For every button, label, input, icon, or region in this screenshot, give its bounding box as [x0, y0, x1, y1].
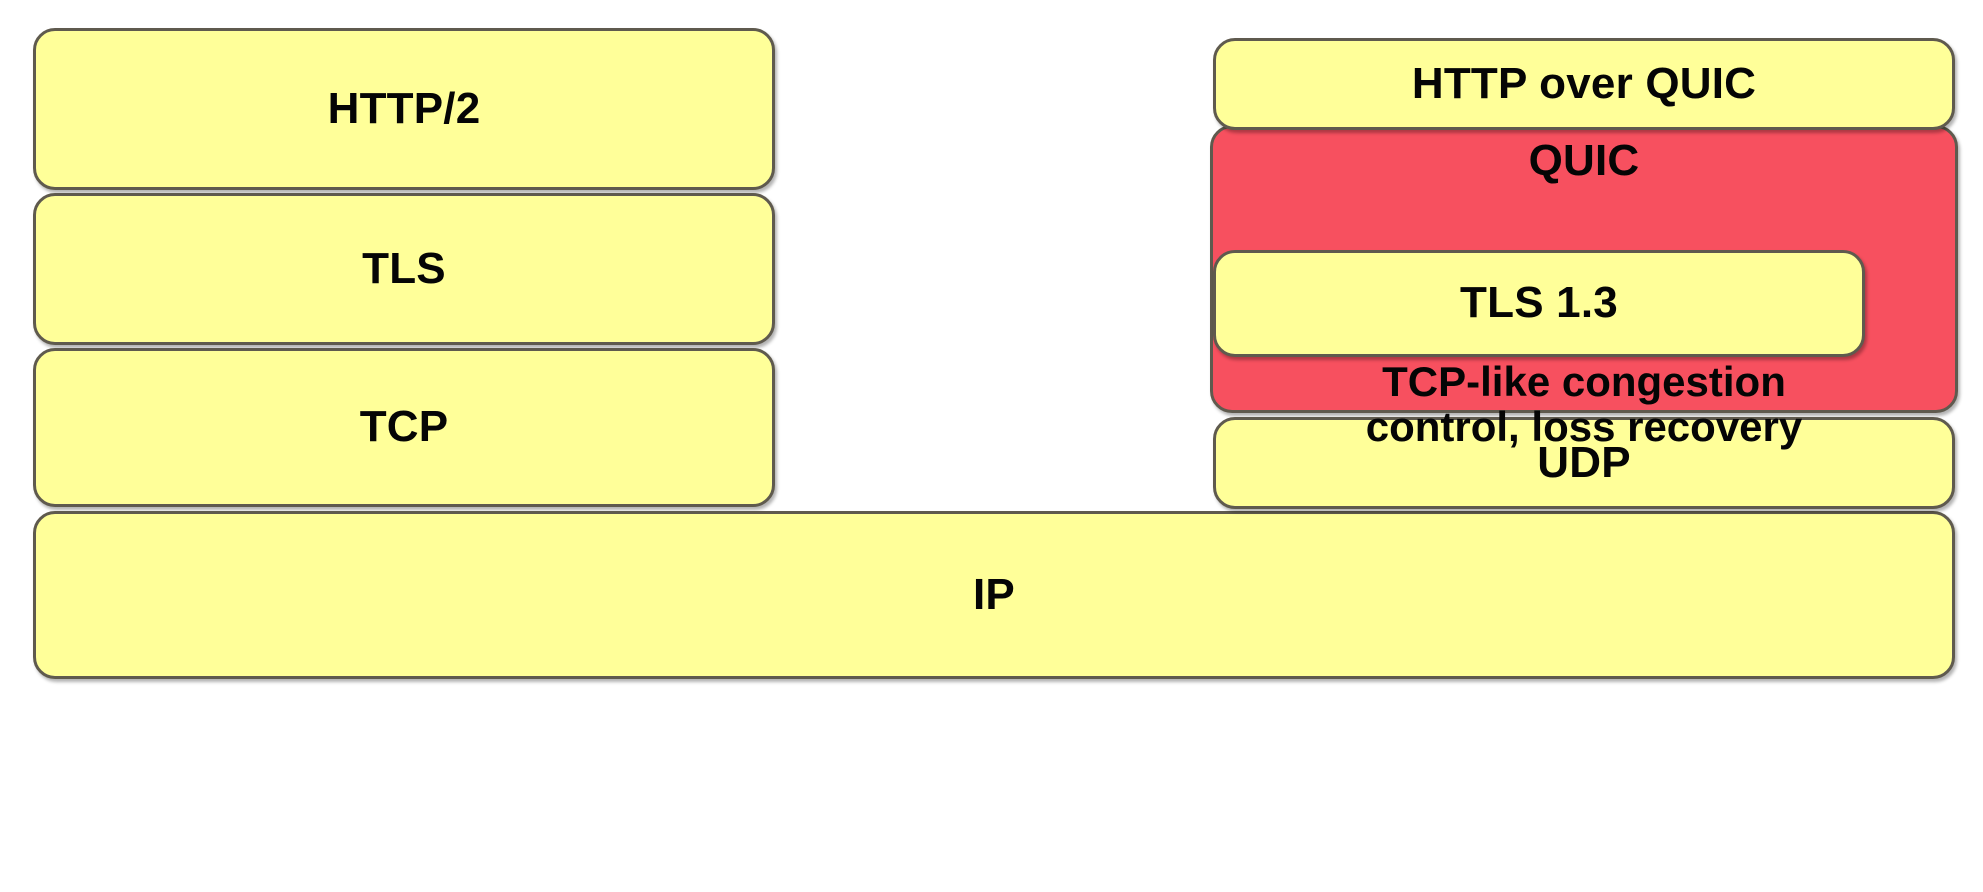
layer-text-congestion-control: TCP-like congestion control, loss recove…: [1210, 359, 1958, 448]
layer-label-udp: UDP: [1537, 437, 1631, 487]
layer-box-http2: HTTP/2: [33, 28, 775, 190]
layer-label-tcp: TCP: [359, 402, 449, 452]
layer-label-quic: QUIC: [1528, 136, 1640, 185]
layer-box-http-over-quic: HTTP over QUIC: [1213, 38, 1955, 130]
layer-label-http2: HTTP/2: [327, 83, 481, 133]
layer-box-tls-13: TLS 1.3: [1213, 250, 1865, 357]
layer-box-ip: IP: [33, 511, 1955, 679]
layer-label-http-over-quic: HTTP over QUIC: [1411, 58, 1757, 108]
layer-label-ip: IP: [973, 569, 1015, 619]
layer-label-tls-13: TLS 1.3: [1460, 278, 1618, 328]
layer-box-tcp: TCP: [33, 348, 775, 507]
layer-label-tls: TLS: [362, 243, 446, 293]
layer-box-udp: UDP: [1213, 417, 1955, 509]
layer-box-tls: TLS: [33, 193, 775, 345]
